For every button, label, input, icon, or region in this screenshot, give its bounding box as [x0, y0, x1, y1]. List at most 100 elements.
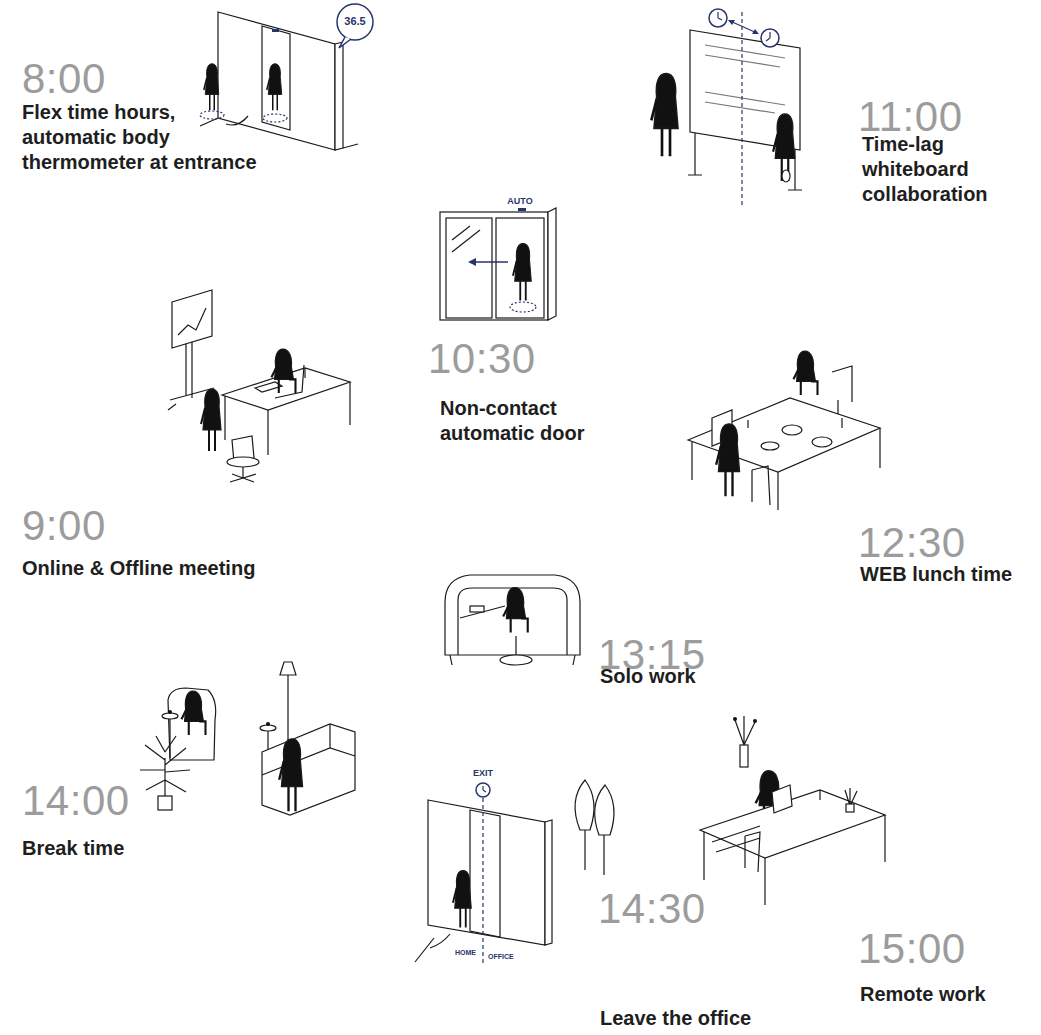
time-circle: 10:30Non-contact automatic door: [429, 251, 601, 359]
step-caption: Break time: [22, 836, 222, 861]
lounge-scene-part: [281, 744, 295, 749]
meeting-scene-part: [227, 457, 259, 467]
sign-text: OFFICE: [488, 953, 522, 960]
circle-shape: [429, 573, 601, 681]
remote-scene-part: [745, 832, 760, 872]
entrance-scene-part: [272, 29, 279, 32]
path-band-line: [566, 155, 692, 262]
path-band: [574, 495, 715, 588]
time-circle: 15:00Remote work: [691, 855, 863, 961]
remote-scene-part: [846, 804, 854, 812]
lounge-scene-part: [168, 688, 216, 760]
lunch-scene-part: [782, 425, 802, 435]
time-slot: 12:30: [858, 522, 966, 564]
time-label: 11:00: [858, 96, 963, 138]
door-scene-part: [513, 244, 531, 301]
door-scene-part: [446, 218, 492, 318]
lunch-scene-part: [712, 410, 732, 446]
lunch-scene: [688, 351, 880, 510]
time-slot: 10:30: [428, 338, 536, 380]
lounge-scene-part: [140, 736, 190, 798]
entrance-scene-part: [204, 64, 219, 111]
meeting-scene-part: [168, 342, 216, 410]
remote-scene-part: [733, 717, 737, 721]
time-circle: 12:30WEB lunch time: [689, 400, 861, 510]
time-label: 15:00: [858, 928, 966, 970]
lounge-scene: [140, 662, 355, 815]
step-caption: Online & Offline meeting: [22, 556, 322, 581]
lunch-scene-part: [752, 466, 770, 505]
tag-slot: EXIT: [468, 769, 498, 778]
door-scene: [440, 208, 556, 320]
lunch-scene-part: [688, 398, 880, 472]
time-slot: 14:30: [598, 888, 706, 930]
exit-scene-part: [430, 934, 450, 948]
door-scene-part: [548, 208, 556, 320]
exit-scene-part: [415, 938, 434, 962]
time-circle: 13:15Solo work: [429, 573, 601, 681]
circle-shape: [657, 54, 833, 166]
lunch-scene-part: [761, 442, 779, 450]
circle-fill: [689, 400, 861, 510]
booth-scene-part: [458, 588, 567, 655]
lounge-scene-part: [279, 739, 302, 811]
lounge-scene-part: [287, 675, 288, 745]
remote-scene-part: [735, 716, 755, 745]
meeting-scene-part: [222, 368, 350, 410]
tag-slot: 36.5: [340, 16, 370, 27]
entrance-scene-part: [200, 118, 358, 148]
caption-slot: Time-lag whiteboard collaboration: [862, 132, 1012, 207]
lounge-scene-part: [181, 691, 205, 735]
time-circle: 11:00Time-lag whiteboard collaboration: [657, 54, 833, 166]
caption-slot: Non-contact automatic door: [440, 396, 610, 446]
meeting-scene-part: [232, 436, 254, 462]
time-slot: 15:00: [858, 928, 966, 970]
lounge-scene-part: [280, 662, 296, 675]
circle-fill: [184, 728, 356, 836]
time-label: 8:00: [22, 58, 106, 100]
exit-scene-part: [428, 800, 545, 945]
entrance-scene-part: [218, 12, 335, 150]
exit-scene: [415, 780, 614, 966]
door-scene-part: [496, 218, 544, 318]
circle-fill: [429, 899, 601, 1005]
time-slot: 14:00: [22, 780, 130, 822]
caption-slot: Solo work: [600, 664, 780, 689]
tag-slot: AUTO: [498, 197, 542, 206]
whiteboard-scene-part: [741, 12, 742, 205]
entrance-scene-part: [339, 37, 351, 48]
time-slot: 8:00: [22, 58, 106, 100]
caption-slot: Remote work: [860, 982, 1030, 1007]
entrance-scene-part: [262, 26, 290, 130]
remote-scene: [700, 716, 885, 905]
exit-scene-part: [476, 783, 490, 797]
exit-scene-part: [453, 871, 471, 928]
whiteboard-scene-part: [688, 133, 802, 190]
booth-scene-part: [460, 606, 505, 618]
path-band: [750, 166, 770, 400]
lounge-scene-part: [262, 724, 355, 775]
lunch-scene-part: [716, 424, 739, 496]
time-circle: 9:00Online & Offline meeting: [172, 381, 348, 493]
path-band: [331, 665, 455, 743]
meeting-scene-part: [178, 308, 206, 335]
booth-scene-part: [500, 655, 532, 665]
circle-shape: [429, 899, 601, 1005]
whiteboard-scene-part: [782, 170, 790, 182]
tag-slot: OFFICE: [488, 953, 522, 960]
meeting-scene-part: [255, 382, 282, 392]
circle-shape: [174, 44, 350, 156]
circle-fill: [174, 44, 350, 156]
meeting-scene-part: [271, 349, 295, 393]
exit-scene-part: [545, 820, 552, 945]
step-caption: Time-lag whiteboard collaboration: [862, 132, 1012, 207]
meeting-scene-part: [172, 290, 212, 348]
booth-scene-part: [445, 575, 580, 655]
booth-scene-part: [503, 588, 528, 633]
door-scene-part: [474, 261, 508, 263]
meeting-scene-part: [201, 389, 221, 451]
booth-scene: [445, 575, 580, 665]
caption-slot: Flex time hours, automatic body thermome…: [22, 100, 262, 175]
meeting-scene: [168, 290, 350, 482]
lunch-scene-part: [793, 351, 817, 395]
